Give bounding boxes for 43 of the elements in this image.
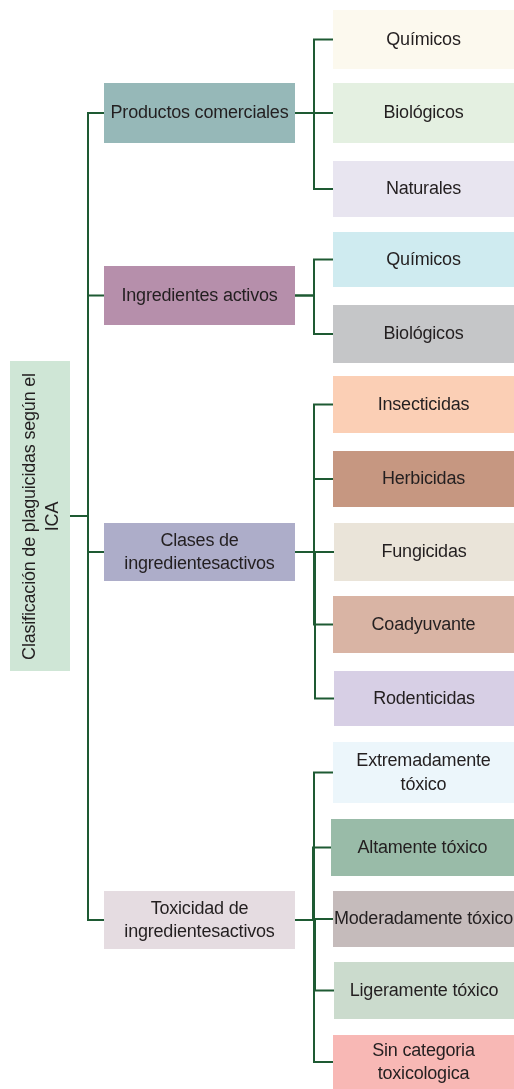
connector-line xyxy=(294,919,334,1063)
box-label: Insecticidas xyxy=(377,392,470,416)
box-label: Fungicidas xyxy=(381,540,467,564)
box-label: Toxicidad de ingredientesactivos xyxy=(123,896,276,943)
root-box xyxy=(10,361,70,671)
connector-line xyxy=(294,294,334,335)
box-label: Moderadamente tóxico xyxy=(333,907,514,931)
category-box xyxy=(333,305,514,363)
box-label: Herbicidas xyxy=(381,467,465,491)
category-box xyxy=(333,1035,514,1089)
category-box xyxy=(104,266,295,325)
box-label: Clases de ingredientesactivos xyxy=(123,528,276,575)
box-label: Ligeramente tóxico xyxy=(349,978,499,1002)
category-box xyxy=(104,83,295,143)
category-box xyxy=(104,523,295,581)
category-box xyxy=(331,819,514,876)
category-box xyxy=(333,376,514,433)
category-box xyxy=(333,161,514,217)
connector-line xyxy=(294,112,334,190)
category-box xyxy=(334,671,514,726)
category-box xyxy=(333,451,514,507)
box-label: Sin categoria toxicologica xyxy=(371,1038,476,1085)
category-box xyxy=(333,596,514,653)
category-box xyxy=(333,232,514,287)
category-box xyxy=(334,523,514,581)
box-label: Químicos xyxy=(386,247,461,271)
box-label: Ingredientes activos xyxy=(121,283,278,307)
box-label: Clasificación de plaguicidas según el ICA xyxy=(17,371,62,662)
box-label: Químicos xyxy=(386,27,461,51)
box-label: Biológicos xyxy=(383,322,464,346)
box-label: Altamente tóxico xyxy=(357,835,488,859)
box-label: Extremadamente tóxico xyxy=(355,749,492,796)
category-box xyxy=(104,891,295,949)
box-label: Biológicos xyxy=(383,101,464,125)
box-label: Naturales xyxy=(385,177,462,201)
box-label: Rodenticidas xyxy=(373,686,475,710)
category-box xyxy=(334,962,514,1019)
box-label: Coadyuvante xyxy=(371,612,476,636)
box-label: Productos comerciales xyxy=(110,101,289,125)
category-box xyxy=(333,742,514,803)
category-box xyxy=(333,10,514,69)
category-box xyxy=(333,83,514,143)
category-box xyxy=(333,891,514,947)
